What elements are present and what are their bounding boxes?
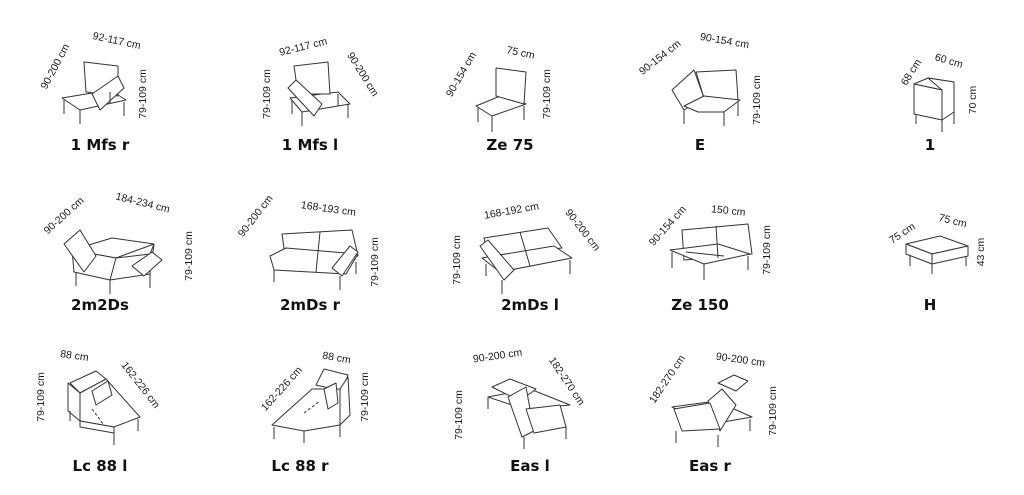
module-lc-88-l: 79-109 cm 88 cm 162-226 cm Lc 88 l <box>0 345 200 495</box>
module-2mds-l: 168-192 cm 90-200 cm 79-109 cm 2mDs l <box>430 190 630 340</box>
dim-height: 43 cm <box>975 237 987 266</box>
module-drawing <box>913 77 955 132</box>
module-label: Lc 88 l <box>72 457 128 475</box>
dim-width: 75 cm <box>887 220 918 246</box>
module-label: H <box>923 296 937 314</box>
dim-depth: 90-200 cm <box>344 50 381 99</box>
dim-height: 79-109 cm <box>137 69 149 119</box>
module-h: 75 cm 75 cm 43 cm H <box>830 190 1024 340</box>
module-label: 1 <box>924 136 936 154</box>
module-label: 2mDs r <box>279 296 341 314</box>
dim-height: 79-109 cm <box>541 69 553 119</box>
dim-height: 70 cm <box>967 85 979 114</box>
module-label: Eas l <box>510 457 550 475</box>
module-label: Lc 88 r <box>271 457 329 475</box>
module-eas-l: 90-200 cm 182-270 cm 79-109 cm Eas l <box>430 345 630 495</box>
module-drawing <box>669 223 753 280</box>
dim-width: 68 cm <box>899 57 924 88</box>
module-label: 1 Mfs l <box>281 136 339 154</box>
module-drawing <box>67 370 141 445</box>
module-drawing <box>61 61 127 124</box>
module-label: Ze 150 <box>671 296 729 314</box>
module-1: 68 cm 60 cm 70 cm 1 <box>830 20 1024 170</box>
module-1-mfs-l: 92-117 cm 90-200 cm 79-109 cm 1 Mfs l <box>210 20 410 170</box>
dim-width: 75 cm <box>505 44 536 62</box>
dim-width: 88 cm <box>321 350 351 367</box>
module-drawing <box>905 235 969 274</box>
dim-width: 168-193 cm <box>300 199 357 219</box>
module-label: Eas r <box>689 457 731 475</box>
module-ze-75: 90-154 cm 75 cm 79-109 cm Ze 75 <box>410 20 610 170</box>
module-ze-150: 90-154 cm 150 cm 79-109 cm Ze 150 <box>600 190 800 340</box>
dim-depth: 90-200 cm <box>472 347 523 366</box>
dim-height: 79-109 cm <box>369 237 381 287</box>
dim-width: 92-117 cm <box>91 30 142 52</box>
dim-height: 79-109 cm <box>453 390 465 440</box>
dim-width: 92-117 cm <box>278 35 329 59</box>
module-drawing <box>475 67 527 132</box>
dim-depth: 90-200 cm <box>42 195 87 237</box>
dim-height: 79-109 cm <box>183 231 195 281</box>
dim-width: 168-192 cm <box>483 200 540 221</box>
dim-depth: 90-200 cm <box>562 207 602 254</box>
dim-depth: 90-154 cm <box>444 50 479 99</box>
dim-width: 184-234 cm <box>114 191 171 216</box>
module-2mds-r: 90-200 cm 168-193 cm 79-109 cm 2mDs r <box>210 190 410 340</box>
dim-depth-right: 90-154 cm <box>699 31 750 51</box>
module-drawing <box>479 227 573 294</box>
module-drawing <box>63 229 163 294</box>
module-label: E <box>694 136 706 154</box>
dim-depth: 90-200 cm <box>38 42 72 92</box>
dim-height: 79-109 cm <box>761 225 773 275</box>
module-label: 2mDs l <box>501 296 559 314</box>
module-label: 1 Mfs r <box>70 136 130 154</box>
dim-height: 79-109 cm <box>751 75 763 125</box>
dim-length: 162-226 cm <box>119 360 163 411</box>
dim-depth: 60 cm <box>933 51 964 70</box>
module-label: 2m2Ds <box>71 296 129 314</box>
module-lc-88-r: 162-226 cm 88 cm 79-109 cm Lc 88 r <box>200 345 400 495</box>
dim-height: 79-109 cm <box>261 69 273 119</box>
module-1-mfs-r: 90-200 cm 92-117 cm 79-109 cm 1 Mfs r <box>0 20 200 170</box>
module-drawing <box>287 61 351 126</box>
module-drawing <box>487 378 571 449</box>
dim-height: 79-109 cm <box>35 372 47 422</box>
module-drawing <box>269 229 359 290</box>
dim-depth-left: 90-154 cm <box>637 37 684 77</box>
module-label: Ze 75 <box>486 136 534 154</box>
dim-depth: 90-200 cm <box>715 351 766 370</box>
dim-depth: 75 cm <box>937 212 968 231</box>
dim-height: 79-109 cm <box>359 372 371 422</box>
module-drawing <box>271 368 351 443</box>
dim-width: 150 cm <box>711 203 747 219</box>
dim-length: 162-226 cm <box>259 364 305 413</box>
dim-depth: 90-154 cm <box>647 203 689 248</box>
dim-width: 88 cm <box>59 348 89 364</box>
module-drawing <box>671 374 753 447</box>
dim-height: 79-109 cm <box>767 386 779 436</box>
module-2m2ds: 90-200 cm 184-234 cm 79-109 cm 2m2Ds <box>0 190 200 340</box>
dim-length: 182-270 cm <box>647 353 688 406</box>
module-e: 90-154 cm 90-154 cm 79-109 cm E <box>600 20 800 170</box>
dim-height: 79-109 cm <box>451 235 463 285</box>
module-drawing <box>671 69 741 126</box>
dim-length: 182-270 cm <box>546 355 587 408</box>
module-eas-r: 182-270 cm 90-200 cm 79-109 cm Eas r <box>610 345 810 495</box>
dim-depth: 90-200 cm <box>236 193 276 240</box>
